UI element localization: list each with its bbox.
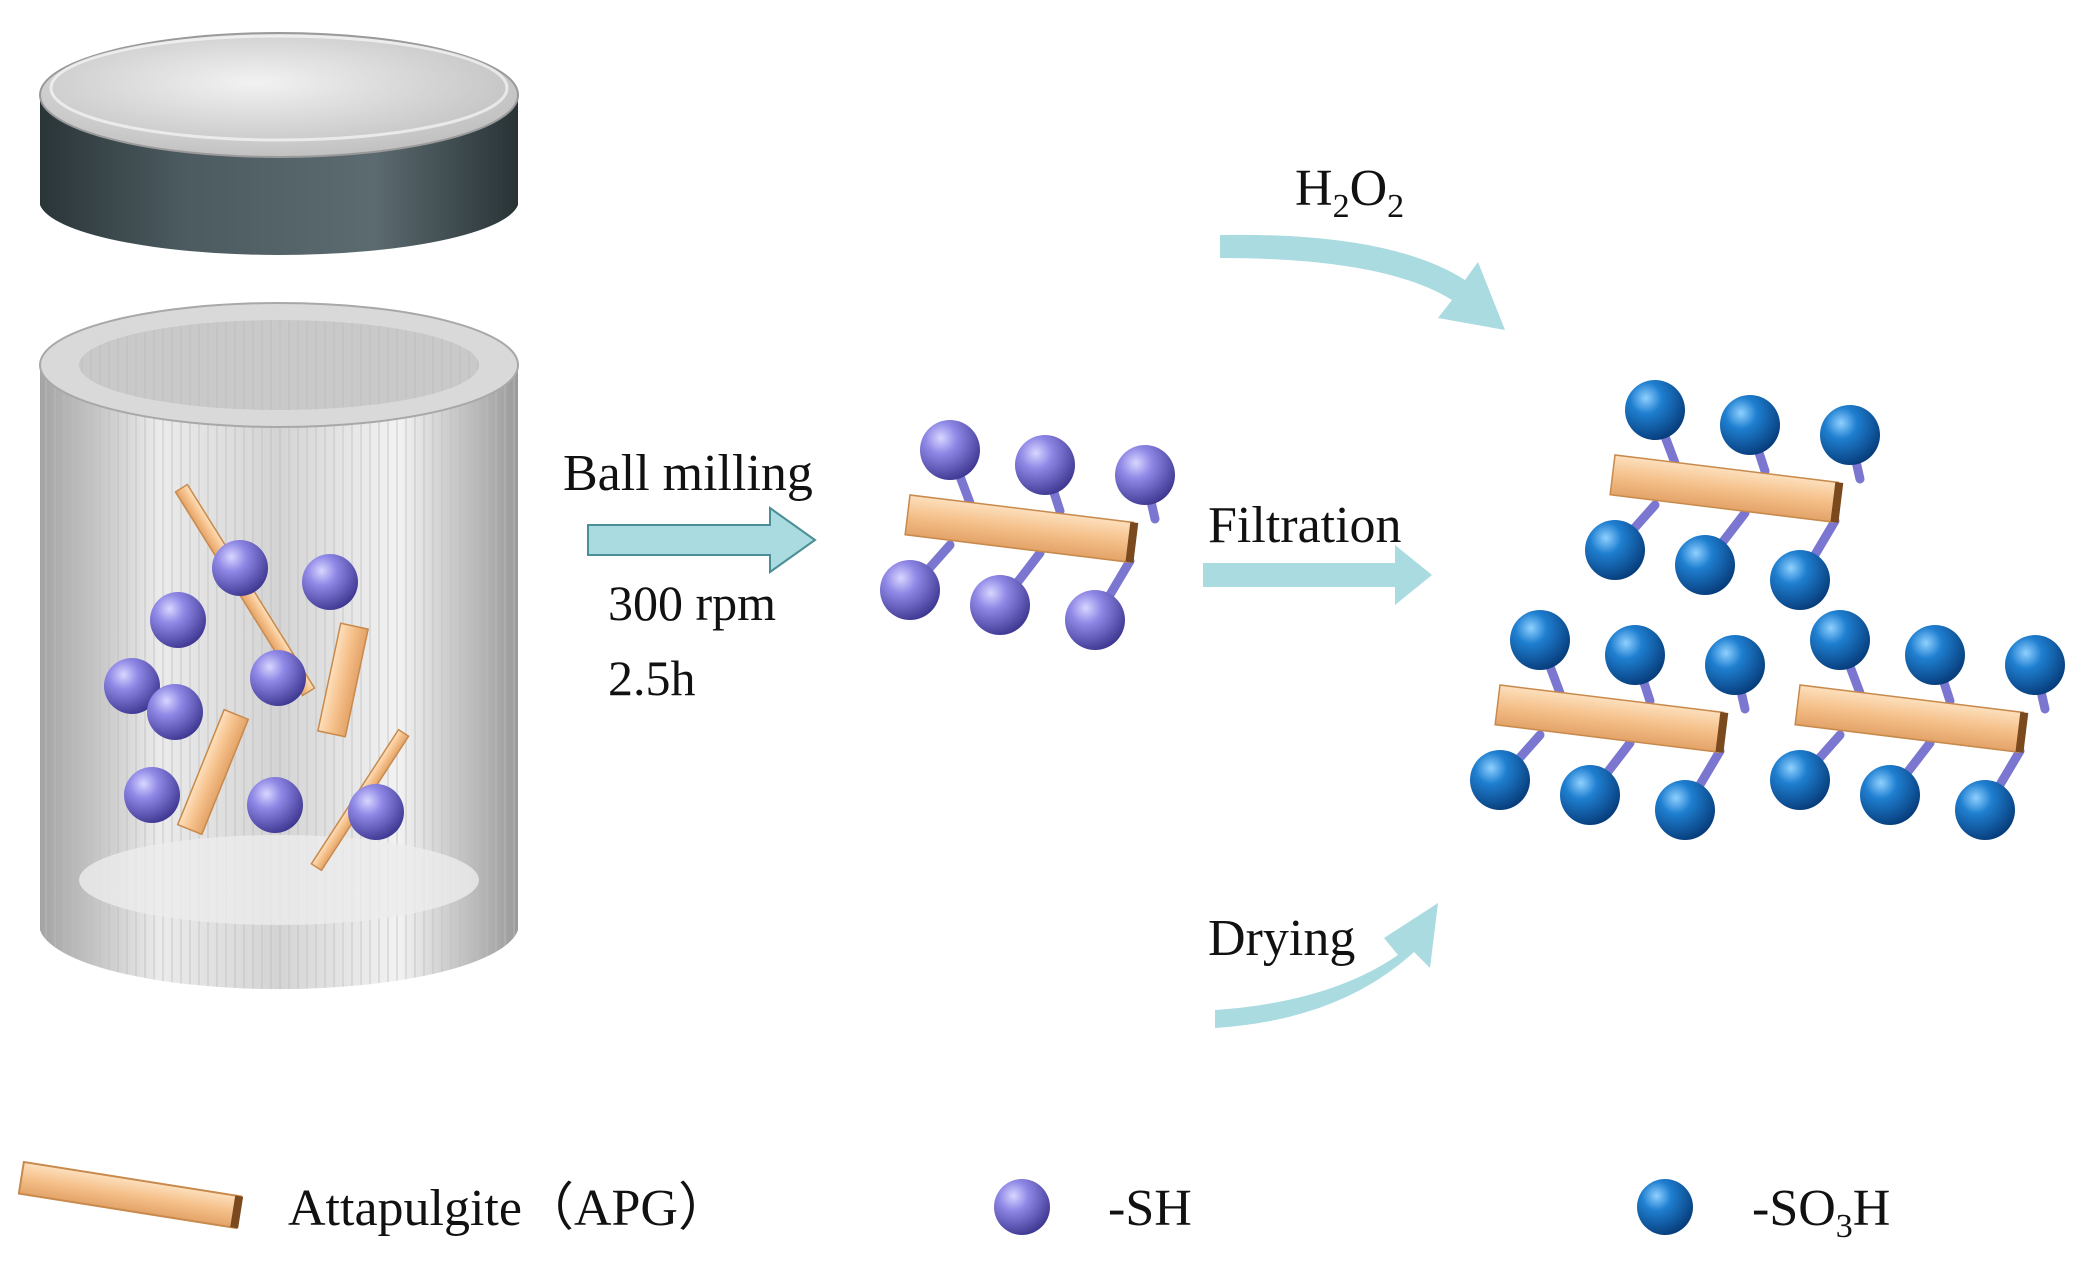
sh-sphere [302, 554, 358, 610]
so3h-sphere [1820, 405, 1880, 465]
apg-rod [1609, 454, 1844, 523]
sh-sphere [150, 592, 206, 648]
legend-sh-label: -SH [1108, 1180, 1192, 1237]
legend-sh-sphere [994, 1179, 1050, 1235]
sh-sphere [104, 658, 160, 714]
drying-label: Drying [1208, 910, 1355, 967]
legend-so3h-sub: 3 [1836, 1208, 1853, 1245]
so3h-sphere [1605, 625, 1665, 685]
legend-so3h-label: -SO3H [1752, 1180, 1890, 1245]
apg-rod [1494, 684, 1729, 753]
rpm-label: 300 rpm [608, 575, 776, 631]
legend-apg-label: Attapulgite（APG） [288, 1180, 730, 1237]
sh-sphere [212, 540, 268, 596]
ball-milling-label: Ball milling [563, 445, 813, 502]
h2o2-o: O [1350, 160, 1388, 217]
so3h-sphere [2005, 635, 2065, 695]
milling-jar [39, 32, 519, 990]
so3h-apg-molecule [1470, 610, 1765, 840]
h2o2-sub2: 2 [1387, 188, 1404, 225]
sh-sphere [1015, 435, 1075, 495]
so3h-apg-molecule [1585, 380, 1880, 610]
apg-rod [904, 494, 1139, 563]
filtration-arrow [1203, 545, 1432, 605]
legend: Attapulgite（APG） -SH -SO3H [17, 1160, 1890, 1245]
sh-sphere [124, 767, 180, 823]
ball-milling-arrow [587, 506, 817, 574]
so3h-sphere [1705, 635, 1765, 695]
so3h-sphere [1560, 765, 1620, 825]
apg-rod [1794, 684, 2029, 753]
h2o2-arrow [1220, 234, 1505, 330]
sh-sphere [348, 784, 404, 840]
sh-sphere [1065, 590, 1125, 650]
so3h-sphere [1470, 750, 1530, 810]
sh-sphere [147, 684, 203, 740]
jar-contents [104, 483, 410, 872]
h2o2-sub1: 2 [1333, 188, 1350, 225]
svg-text:H2O2: H2O2 [1295, 160, 1404, 225]
so3h-sphere [1655, 780, 1715, 840]
h2o2-h: H [1295, 160, 1333, 217]
time-label: 2.5h [608, 650, 696, 706]
so3h-sphere [1625, 380, 1685, 440]
drying-arrow [1215, 903, 1438, 1028]
sh-sphere [247, 777, 303, 833]
so3h-sphere [1720, 395, 1780, 455]
filtration-label: Filtration [1208, 497, 1402, 554]
so3h-sphere [1675, 535, 1735, 595]
apg-rod [176, 708, 250, 836]
legend-so3h-suffix: H [1853, 1180, 1891, 1237]
sh-sphere [250, 650, 306, 706]
so3h-sphere [1510, 610, 1570, 670]
so3h-sphere [1905, 625, 1965, 685]
so3h-sphere [1860, 765, 1920, 825]
sh-sphere [880, 560, 940, 620]
sh-sphere [970, 575, 1030, 635]
legend-so3h-sphere [1637, 1179, 1693, 1235]
legend-apg-swatch [17, 1160, 244, 1230]
sh-sphere [1115, 445, 1175, 505]
legend-so3h-prefix: -SO [1752, 1180, 1836, 1237]
so3h-sphere [1770, 550, 1830, 610]
apg-rod [316, 622, 370, 738]
jar-lid [39, 32, 519, 255]
so3h-sphere [1810, 610, 1870, 670]
sh-sphere [920, 420, 980, 480]
so3h-sphere [1585, 520, 1645, 580]
so3h-sphere [1955, 780, 2015, 840]
sh-apg-molecule [880, 420, 1175, 650]
so3h-sphere [1770, 750, 1830, 810]
h2o2-label: H2O2 [1295, 160, 1404, 225]
so3h-apg-molecule [1770, 610, 2065, 840]
